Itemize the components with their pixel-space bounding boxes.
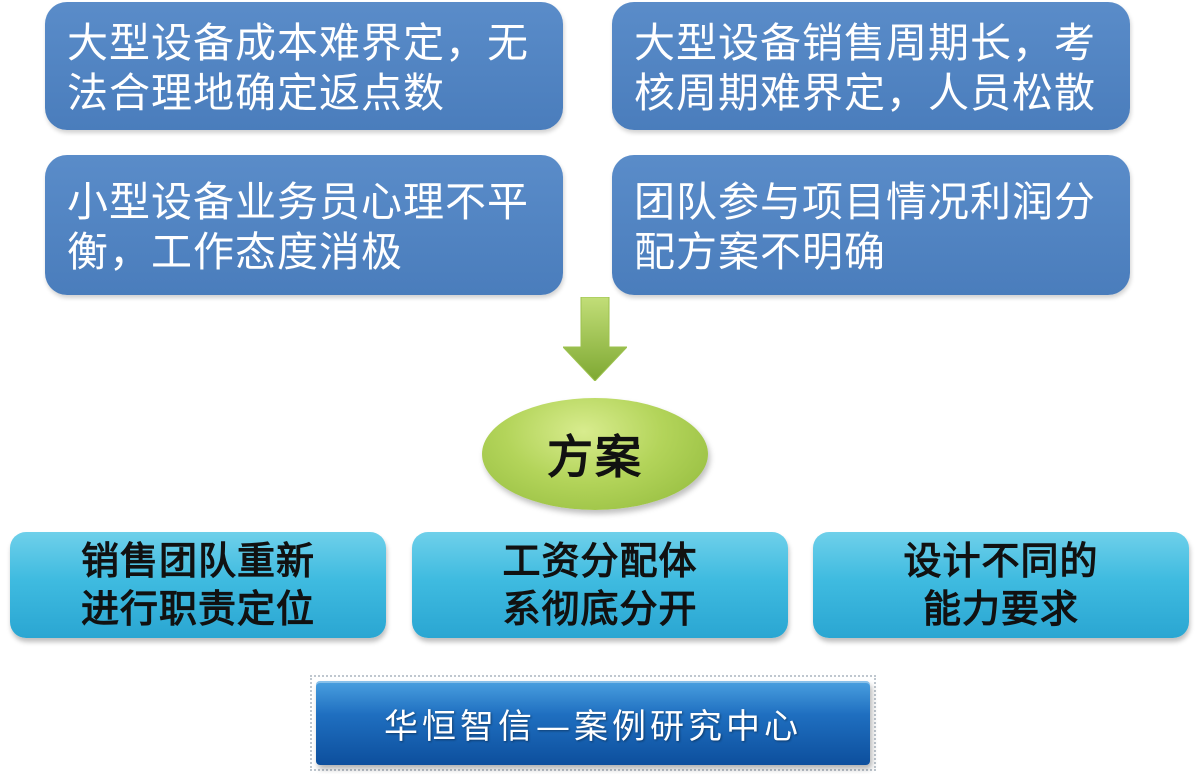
problem-box-cycle: 大型设备销售周期长，考 核周期难界定，人员松散 [612, 2, 1130, 130]
solution-text-line: 工资分配体 [502, 539, 698, 583]
footer-banner-plate: 华恒智信—案例研究中心 [316, 681, 870, 765]
solution-text-line: 系彻底分开 [502, 587, 698, 631]
problem-text-line: 衡，工作态度消极 [67, 228, 403, 276]
solution-text-line: 进行职责定位 [80, 587, 315, 631]
problem-text-line: 法合理地确定返点数 [67, 69, 445, 117]
problem-text-line: 核周期难界定，人员松散 [634, 69, 1096, 117]
footer-banner: 华恒智信—案例研究中心 [310, 675, 876, 771]
solution-text-line: 能力要求 [922, 587, 1079, 631]
problem-text-line: 大型设备成本难界定，无 [67, 19, 529, 67]
solution-box-salary: 工资分配体 系彻底分开 [412, 532, 788, 638]
down-arrow-icon [563, 297, 627, 381]
footer-banner-label: 华恒智信—案例研究中心 [384, 706, 802, 747]
solution-text-line: 销售团队重新 [80, 539, 315, 583]
problem-text-line: 大型设备销售周期长，考 [634, 19, 1096, 67]
problem-box-cost: 大型设备成本难界定，无 法合理地确定返点数 [45, 2, 563, 130]
solution-box-role: 销售团队重新 进行职责定位 [10, 532, 386, 638]
solution-box-ability: 设计不同的 能力要求 [813, 532, 1189, 638]
problem-text-line: 小型设备业务员心理不平 [67, 178, 529, 226]
problem-text-line: 配方案不明确 [634, 228, 886, 276]
problem-text-line: 团队参与项目情况利润分 [634, 178, 1096, 226]
solution-oval: 方案 [482, 398, 708, 510]
problem-box-attitude: 小型设备业务员心理不平 衡，工作态度消极 [45, 155, 563, 295]
problem-box-profit: 团队参与项目情况利润分 配方案不明确 [612, 155, 1130, 295]
solution-text-line: 设计不同的 [903, 539, 1099, 583]
solution-oval-label: 方案 [547, 430, 643, 484]
